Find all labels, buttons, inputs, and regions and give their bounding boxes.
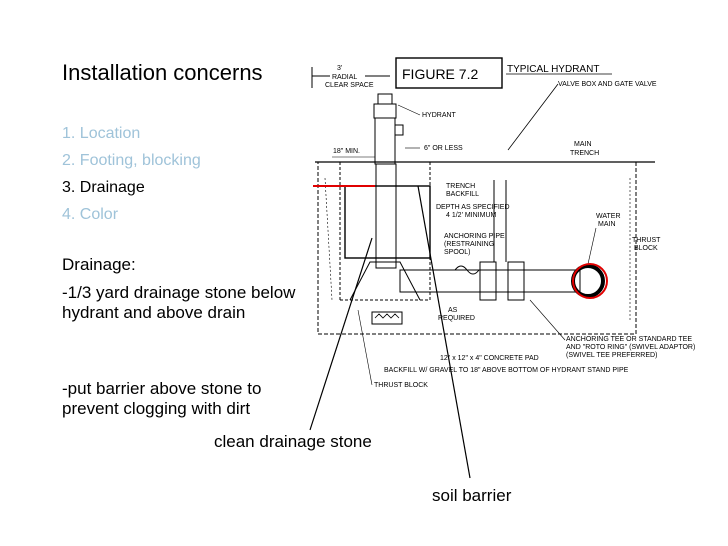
svg-text:MAIN: MAIN [598, 221, 616, 228]
pad-label: 12" x 12" x 4" CONCRETE PAD [440, 355, 539, 362]
thrust-block-right-label: THRUST [632, 237, 661, 244]
svg-text:BACKFILL: BACKFILL [446, 191, 479, 198]
svg-text:TRENCH: TRENCH [570, 150, 599, 157]
barrier-callout: soil barrier [432, 486, 512, 505]
svg-text:4 1/2' MINIMUM: 4 1/2' MINIMUM [446, 212, 497, 219]
drainage-stone-zone [344, 185, 431, 259]
clearance-label-space: CLEAR SPACE [325, 82, 374, 89]
clearance-label: 3' [337, 65, 342, 72]
svg-text:AND "ROTO RING" (SWIVEL ADAPTO: AND "ROTO RING" (SWIVEL ADAPTOR) [566, 344, 695, 351]
hydrant-nozzle [394, 124, 404, 136]
water-main-label: WATER [596, 213, 621, 220]
anchoring-pipe-label: ANCHORING PIPE [444, 233, 505, 240]
hydrant-barrel [374, 117, 396, 165]
drainage-heading: Drainage: [62, 255, 136, 274]
depth-label: DEPTH AS SPECIFIED [436, 204, 510, 211]
concrete-pad [371, 311, 403, 325]
list-item-drainage: 3. Drainage [62, 179, 145, 196]
thrust-block-bottom-label: THRUST BLOCK [374, 382, 428, 389]
svg-text:REQUIRED: REQUIRED [438, 315, 475, 322]
backfill-label: BACKFILL W/ GRAVEL TO 18" ABOVE BOTTOM O… [384, 367, 629, 374]
tee-label: ANCHORING TEE OR STANDARD TEE [566, 336, 692, 343]
min-label: 18" MIN. [333, 148, 360, 155]
concerns-list: 1. Location 2. Footing, blocking 3. Drai… [62, 120, 201, 228]
list-item-color: 4. Color [62, 206, 119, 223]
hydrant-cap [377, 93, 393, 105]
figure-number: FIGURE 7.2 [402, 66, 478, 82]
bullet-drainage-stone: -1/3 yard drainage stone below hydrant a… [62, 283, 296, 322]
figure-box [395, 57, 503, 89]
list-item-location: 1. Location [62, 125, 141, 142]
anchoring-pipe [399, 269, 581, 293]
stone-callout: clean drainage stone [214, 432, 372, 451]
trench-outline [317, 161, 637, 335]
water-main-highlight [572, 263, 608, 299]
svg-text:BLOCK: BLOCK [634, 245, 658, 252]
stand-pipe [375, 163, 397, 269]
stone-callout-line [309, 237, 373, 431]
svg-text:(RESTRAINING: (RESTRAINING [444, 241, 494, 248]
slide-title: Installation concerns [62, 60, 263, 85]
main-trench-label: MAIN [574, 141, 592, 148]
svg-text:SPOOL): SPOOL) [444, 249, 470, 256]
trench-backfill-label: TRENCH [446, 183, 475, 190]
svg-text:(SWIVEL TEE PREFERRED): (SWIVEL TEE PREFERRED) [566, 352, 657, 359]
hydrant-label: HYDRANT [422, 112, 457, 119]
or-less-label: 6" OR LESS [424, 145, 463, 152]
as-required-label: AS [448, 307, 458, 314]
figure-caption: TYPICAL HYDRANT [507, 64, 599, 75]
bullet-barrier: -put barrier above stone to prevent clog… [62, 379, 262, 418]
list-item-footing: 2. Footing, blocking [62, 152, 201, 169]
barrier-callout-line [417, 185, 471, 479]
clearance-label-radial: RADIAL [332, 74, 357, 81]
valve-box-label: VALVE BOX AND GATE VALVE [558, 81, 657, 88]
